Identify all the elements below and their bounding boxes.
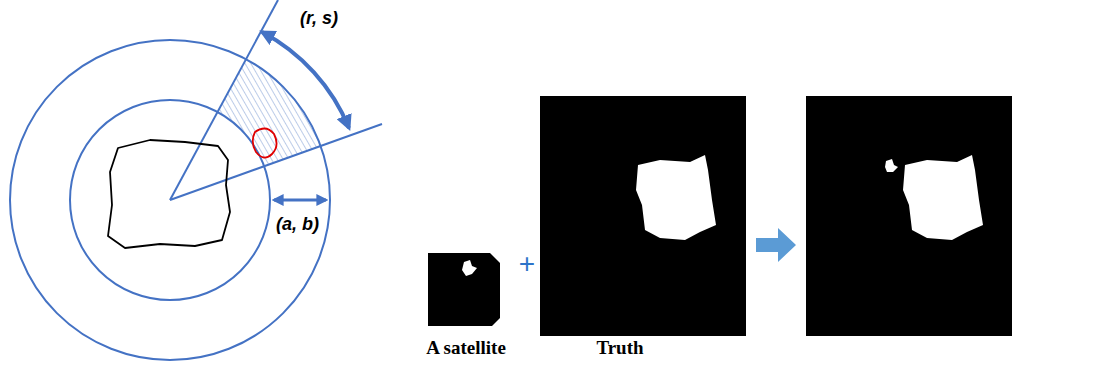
image-caption: A satellite (426, 337, 506, 359)
satellite-image (428, 253, 500, 326)
truth-blob (636, 155, 716, 240)
satellite-outline (253, 128, 277, 157)
angle-arrow (262, 32, 349, 128)
angle-label: (r, s) (300, 8, 338, 29)
plus-sign: + (519, 248, 535, 280)
radius-arrow (274, 199, 326, 202)
radius-label: (a, b) (276, 214, 319, 235)
result-image (806, 96, 1012, 336)
truth-image (540, 96, 746, 336)
result-satellite (885, 159, 898, 172)
result-blob (903, 155, 983, 240)
lesion-outline (108, 140, 230, 248)
wedge-line (170, 0, 278, 200)
block-arrow (756, 228, 796, 262)
image-caption: Truth (596, 337, 643, 359)
wedge-line (170, 124, 382, 200)
satellite-blob (462, 260, 477, 276)
